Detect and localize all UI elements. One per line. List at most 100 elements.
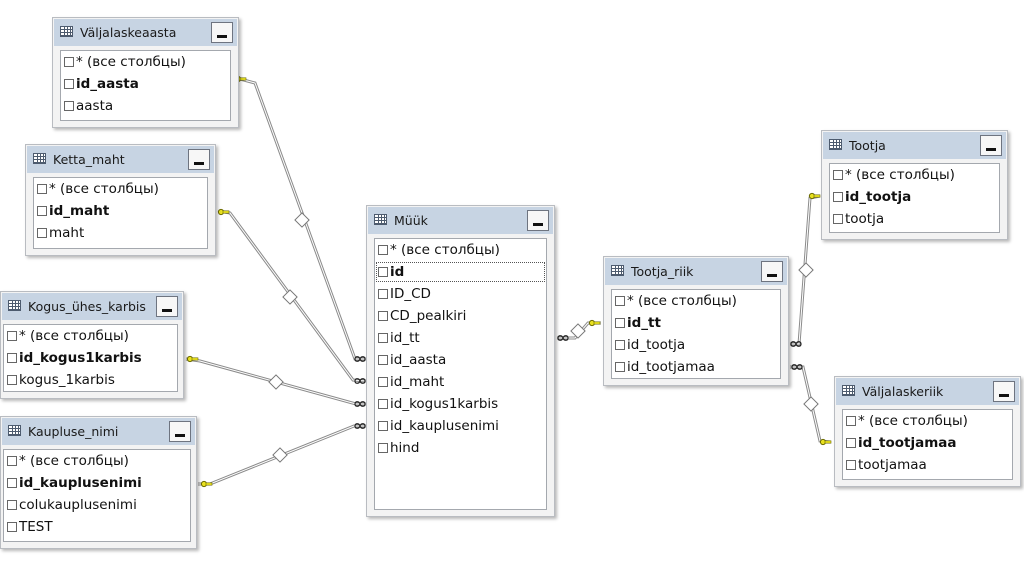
checkbox[interactable] [615, 340, 625, 350]
column-label: id_kogus1karbis [390, 396, 499, 412]
minimize-button[interactable] [211, 22, 233, 43]
minimize-button[interactable] [188, 149, 210, 170]
column-row[interactable]: id_kogus1karbis [4, 347, 177, 369]
column-row[interactable]: * (все столбцы) [843, 410, 1012, 432]
column-row[interactable]: * (все столбцы) [612, 290, 780, 312]
table-ketta-maht[interactable]: Ketta_maht * (все столбцы) id_maht maht [25, 144, 216, 256]
checkbox[interactable] [378, 443, 388, 453]
column-row[interactable]: id_tootjamaa [612, 356, 780, 378]
checkbox[interactable] [7, 375, 17, 385]
column-row[interactable]: tootjamaa [843, 454, 1012, 476]
minimize-button[interactable] [993, 381, 1015, 402]
minimize-button[interactable] [761, 261, 783, 282]
checkbox[interactable] [846, 438, 856, 448]
table-icon [8, 300, 21, 311]
table-header[interactable]: Kaupluse_nimi [2, 418, 195, 445]
checkbox[interactable] [7, 522, 17, 532]
minimize-button[interactable] [980, 135, 1002, 156]
checkbox[interactable] [378, 333, 388, 343]
column-list: * (все столбцы) id_tootjamaa tootjamaa [842, 409, 1013, 480]
column-row[interactable]: * (все столбцы) [4, 450, 190, 472]
checkbox[interactable] [833, 214, 843, 224]
column-row[interactable]: id_aasta [61, 73, 230, 95]
checkbox[interactable] [378, 267, 388, 277]
checkbox[interactable] [378, 355, 388, 365]
checkbox[interactable] [7, 478, 17, 488]
column-row[interactable]: * (все столбцы) [61, 51, 230, 73]
checkbox[interactable] [7, 500, 17, 510]
checkbox[interactable] [833, 192, 843, 202]
column-row[interactable]: id_aasta [375, 349, 546, 371]
checkbox[interactable] [846, 416, 856, 426]
column-list: * (все столбцы) id ID_CD CD_pealkiri id_… [374, 238, 547, 510]
checkbox[interactable] [378, 377, 388, 387]
checkbox[interactable] [37, 206, 47, 216]
table-valjalaskeaasta[interactable]: Väljalaskeaasta * (все столбцы) id_aasta… [52, 17, 239, 128]
column-row[interactable]: TEST [4, 516, 190, 538]
column-row[interactable]: id_kogus1karbis [375, 393, 546, 415]
table-header[interactable]: Müük [368, 207, 553, 234]
column-row[interactable]: kogus_1karbis [4, 369, 177, 391]
checkbox[interactable] [846, 460, 856, 470]
column-row[interactable]: id_tt [612, 312, 780, 334]
column-row[interactable]: colukauplusenimi [4, 494, 190, 516]
column-row[interactable]: CD_pealkiri [375, 305, 546, 327]
checkbox[interactable] [64, 79, 74, 89]
column-row[interactable]: id_maht [375, 371, 546, 393]
checkbox[interactable] [615, 318, 625, 328]
column-row[interactable]: * (все столбцы) [830, 164, 999, 186]
column-row[interactable]: aasta [61, 95, 230, 117]
checkbox[interactable] [64, 57, 74, 67]
column-row[interactable]: id_tootja [612, 334, 780, 356]
column-row[interactable]: id_tootja [830, 186, 999, 208]
checkbox[interactable] [378, 245, 388, 255]
checkbox[interactable] [37, 228, 47, 238]
checkbox[interactable] [615, 296, 625, 306]
column-row[interactable]: id_maht [34, 200, 207, 222]
checkbox[interactable] [378, 399, 388, 409]
table-kogus-uhes-karbis[interactable]: Kogus_ühes_karbis * (все столбцы) id_kog… [0, 291, 184, 399]
table-header[interactable]: Ketta_maht [27, 146, 214, 173]
checkbox[interactable] [378, 421, 388, 431]
relation-maht-line [217, 208, 367, 384]
column-label: * (все столбцы) [858, 413, 968, 429]
table-kaupluse-nimi[interactable]: Kaupluse_nimi * (все столбцы) id_kauplus… [0, 416, 197, 549]
table-tootja[interactable]: Tootja * (все столбцы) id_tootja tootja [821, 130, 1008, 240]
checkbox[interactable] [64, 101, 74, 111]
table-header[interactable]: Tootja_riik [605, 258, 787, 285]
table-tootja-riik[interactable]: Tootja_riik * (все столбцы) id_tt id_too… [603, 256, 789, 386]
table-title: Väljalaskeriik [862, 384, 944, 399]
checkbox[interactable] [7, 331, 17, 341]
minimize-button[interactable] [169, 421, 191, 442]
checkbox[interactable] [833, 170, 843, 180]
checkbox[interactable] [378, 289, 388, 299]
column-row-selected[interactable]: id [375, 261, 546, 283]
checkbox[interactable] [7, 456, 17, 466]
table-icon [829, 139, 842, 150]
column-row[interactable]: * (все столбцы) [375, 239, 546, 261]
table-header[interactable]: Väljalaskeriik [836, 378, 1019, 405]
column-row[interactable]: tootja [830, 208, 999, 230]
column-row[interactable]: id_kauplusenimi [375, 415, 546, 437]
table-icon [611, 265, 624, 276]
column-row[interactable]: id_tootjamaa [843, 432, 1012, 454]
column-row[interactable]: hind [375, 437, 546, 459]
table-header[interactable]: Väljalaskeaasta [54, 19, 237, 46]
column-row[interactable]: ID_CD [375, 283, 546, 305]
column-row[interactable]: id_kauplusenimi [4, 472, 190, 494]
column-row[interactable]: id_tt [375, 327, 546, 349]
column-row[interactable]: maht [34, 222, 207, 244]
checkbox[interactable] [378, 311, 388, 321]
column-row[interactable]: * (все столбцы) [4, 325, 177, 347]
checkbox[interactable] [615, 362, 625, 372]
minimize-button[interactable] [156, 296, 178, 317]
table-muuk[interactable]: Müük * (все столбцы) id ID_CD CD_pealkir… [366, 205, 555, 517]
checkbox[interactable] [37, 184, 47, 194]
table-header[interactable]: Tootja [823, 132, 1006, 159]
table-header[interactable]: Kogus_ühes_karbis [2, 293, 182, 320]
column-label: CD_pealkiri [390, 308, 467, 324]
checkbox[interactable] [7, 353, 17, 363]
column-row[interactable]: * (все столбцы) [34, 178, 207, 200]
minimize-button[interactable] [527, 210, 549, 231]
table-valjalaskeriik[interactable]: Väljalaskeriik * (все столбцы) id_tootja… [834, 376, 1021, 487]
